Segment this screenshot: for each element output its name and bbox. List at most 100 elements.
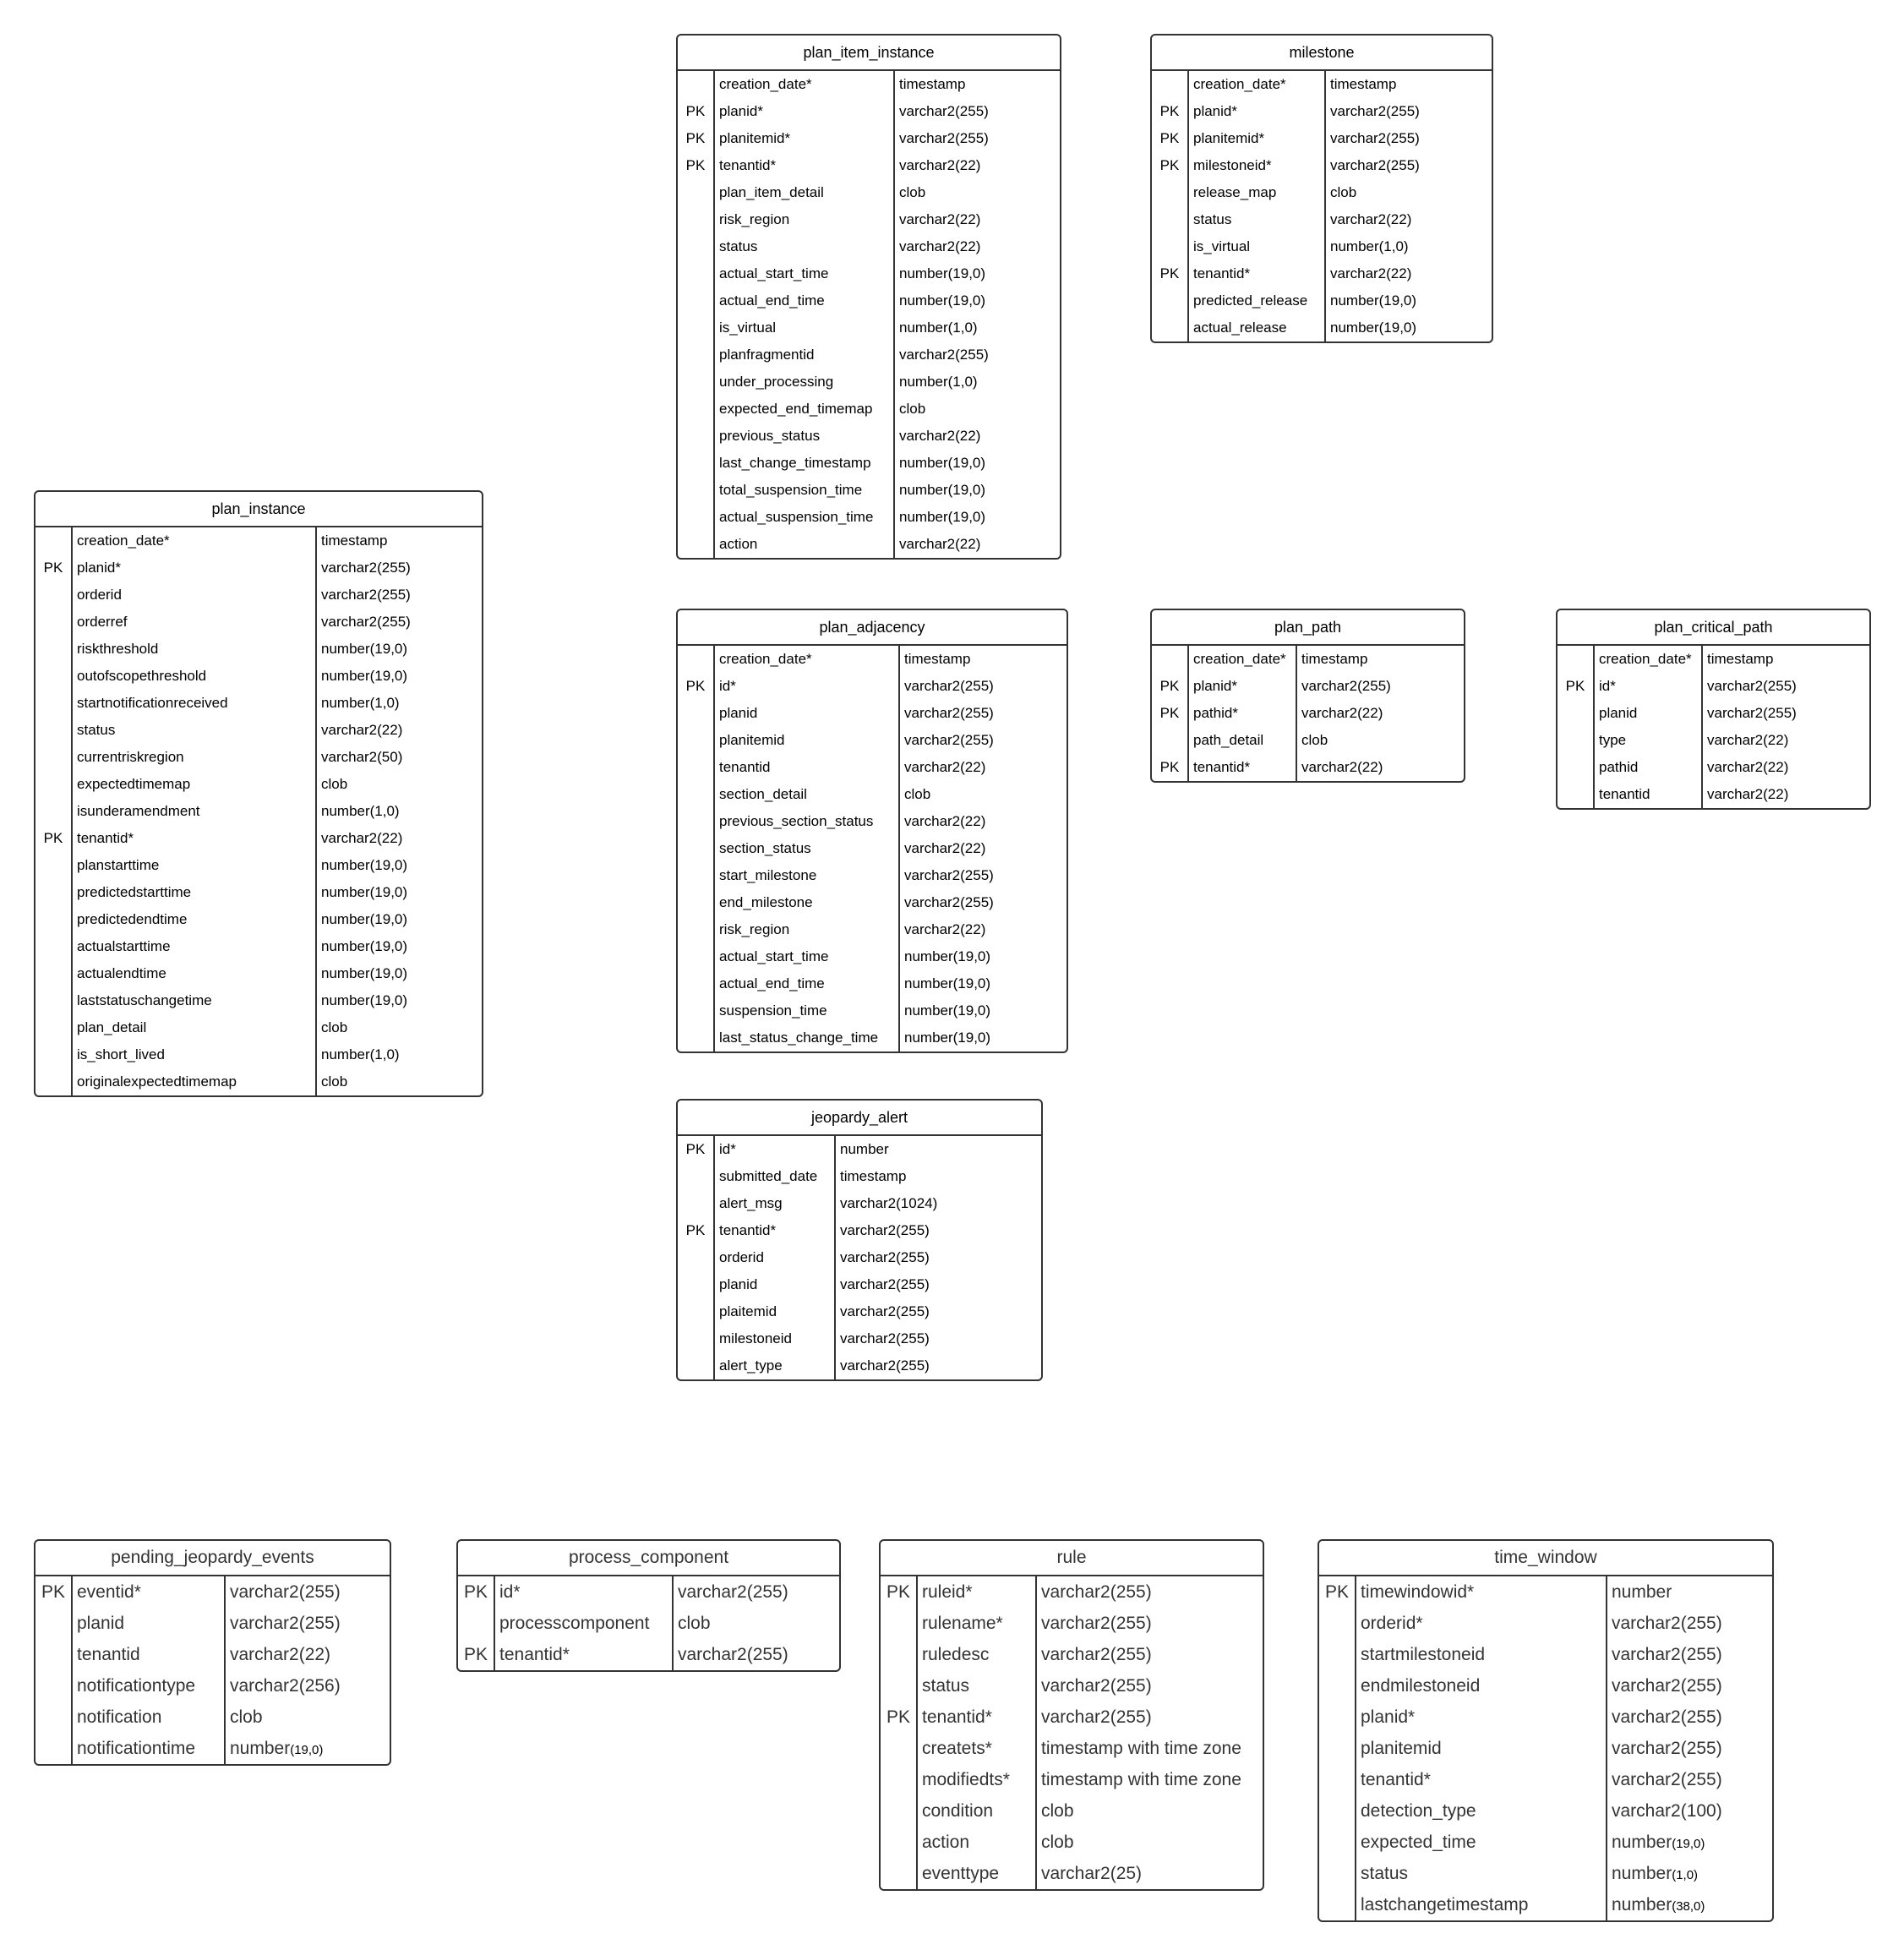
column-type: varchar2(255) [904,867,994,883]
pk-marker [678,1190,715,1217]
column-name: risk_region [715,916,900,943]
column-type: timestamp [904,651,971,667]
pk-marker: PK [678,152,715,179]
column-type: varchar2(22) [904,921,986,937]
pk-marker: PK [35,825,73,852]
column-type: varchar2(22) [1707,786,1789,802]
column-name: alert_msg [715,1190,836,1217]
pk-marker [1152,287,1189,314]
column-type: varchar2(22) [1330,265,1412,281]
pk-marker: PK [678,125,715,152]
pk-marker: PK [881,1701,918,1733]
column-name: last_status_change_time [715,1024,900,1051]
column-name: planid* [1356,1701,1607,1733]
column-type: number(1,0) [899,320,978,336]
column-name: expected_end_timemap [715,396,895,423]
column-name: status [1356,1858,1607,1889]
column-name: orderid [73,582,317,609]
column-type: varchar2(22) [230,1645,331,1664]
column-name: planfragmentid [715,341,895,369]
column-name: currentriskregion [73,744,317,771]
type-precision: (19,0) [290,1743,324,1757]
pk-marker: PK [1152,260,1189,287]
column-type: number(19,0) [321,668,408,684]
column-type: number(19,0) [1607,1827,1772,1858]
column-type: varchar2(255) [899,130,989,146]
pk-marker [678,71,715,98]
column-name: tenantid* [73,825,317,852]
column-type: varchar2(255) [904,705,994,721]
table-title: milestone [1152,36,1492,71]
pk-marker [1319,1608,1356,1639]
pk-marker [35,717,73,744]
pk-marker [1558,754,1595,781]
pk-marker [881,1827,918,1858]
column-type: clob [678,1614,711,1633]
column-type: varchar2(255) [1041,1582,1152,1602]
pk-marker: PK [35,1576,73,1608]
type-base: number [1612,1895,1672,1914]
column-name: orderid [715,1244,836,1271]
pk-marker [1558,781,1595,808]
type-base: number [1612,1864,1672,1883]
pk-marker [678,943,715,970]
table-title: time_window [1319,1541,1772,1576]
column-name: planitemid* [715,125,895,152]
column-name: type [1595,727,1703,754]
pk-marker [881,1858,918,1889]
column-name: isunderamendment [73,798,317,825]
pk-marker [678,754,715,781]
pk-marker [35,1041,73,1068]
column-type: number(19,0) [321,992,408,1008]
pk-marker [678,808,715,835]
column-type: clob [321,1073,348,1090]
column-type: number [840,1141,889,1157]
pk-marker: PK [1152,98,1189,125]
column-type: number(19,0) [904,1002,991,1019]
column-name: riskthreshold [73,636,317,663]
column-type: varchar2(255) [840,1249,930,1265]
column-name: previous_section_status [715,808,900,835]
column-name: startmilestoneid [1356,1639,1607,1670]
column-name: orderid* [1356,1608,1607,1639]
column-name: pathid* [1189,700,1297,727]
pk-marker [35,609,73,636]
pk-marker [678,504,715,531]
column-name: actual_end_time [715,970,900,997]
pk-marker [678,206,715,233]
column-name: rulename* [918,1608,1037,1639]
column-name: originalexpectedtimemap [73,1068,317,1095]
column-name: tenantid [73,1639,226,1670]
column-type: varchar2(255) [1612,1739,1722,1758]
pk-marker [35,527,73,554]
column-name: orderref [73,609,317,636]
column-type: varchar2(255) [840,1222,930,1238]
column-name: plan_item_detail [715,179,895,206]
column-type: varchar2(255) [1330,157,1420,173]
column-name: tenantid [1595,781,1703,808]
column-name: last_change_timestamp [715,450,895,477]
column-type: varchar2(22) [321,722,403,738]
pk-marker [35,933,73,960]
column-name: eventtype [918,1858,1037,1889]
table-title: plan_path [1152,610,1464,646]
column-name: planitemid* [1189,125,1326,152]
column-type: number(19,0) [321,938,408,954]
column-name: pathid [1595,754,1703,781]
pk-marker: PK [678,1136,715,1163]
